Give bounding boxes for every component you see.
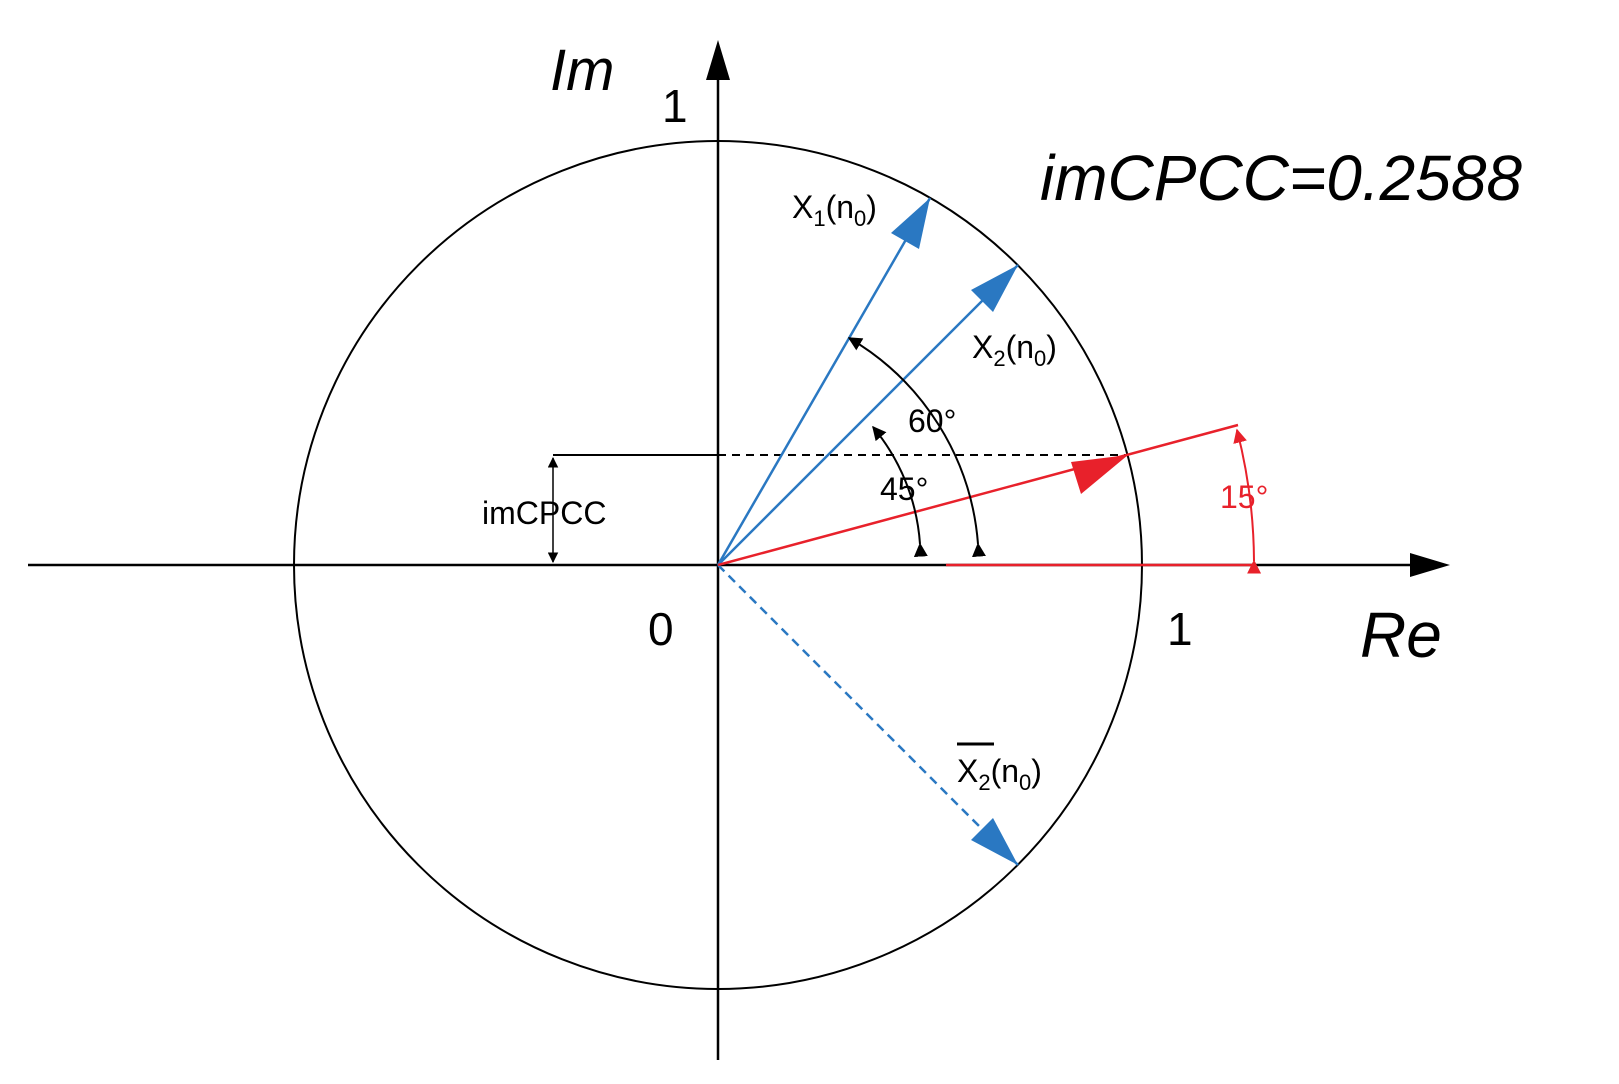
vector-x2 [717, 264, 1019, 566]
im-one-label: 1 [662, 80, 688, 132]
vector-x2-conjugate-label-group: X2(n0) [957, 742, 1042, 795]
im-axis-label: Im [550, 38, 614, 103]
angle-label-45: 45° [880, 471, 928, 507]
angle-arc-45 [872, 425, 928, 558]
re-axis-label: Re [1360, 599, 1442, 671]
vector-x2-arrowhead-icon [971, 265, 1018, 312]
real-axis-arrow-icon [1410, 553, 1450, 577]
imcpcc-bracket-label: imCPCC [482, 495, 606, 531]
angle-arc-60 [847, 337, 986, 558]
vector-x1 [716, 197, 932, 566]
imcpcc-headline: imCPCC=0.2588 [1040, 142, 1522, 214]
vector-x2-conjugate-arrowhead-icon [971, 818, 1018, 865]
vector-x2-conjugate [717, 564, 1019, 866]
imaginary-axis-arrow-icon [706, 40, 730, 80]
re-one-label: 1 [1167, 603, 1193, 655]
imcpcc-marker: imCPCC [482, 454, 1127, 564]
vector-difference-arrowhead-icon [1071, 455, 1128, 494]
vector-x1-label: X1(n0) [792, 189, 877, 231]
angle-arc-15 [1233, 428, 1262, 574]
origin-label: 0 [648, 603, 674, 655]
angle-label-15: 15° [1220, 479, 1268, 515]
imaginary-axis [706, 40, 730, 1060]
vector-x2-label: X2(n0) [972, 329, 1057, 371]
vector-x2-conjugate-label: X2(n0) [957, 753, 1042, 795]
vector-difference [717, 423, 1254, 567]
vector-x1-arrowhead-icon [891, 198, 930, 249]
angle-label-60: 60° [908, 403, 956, 439]
